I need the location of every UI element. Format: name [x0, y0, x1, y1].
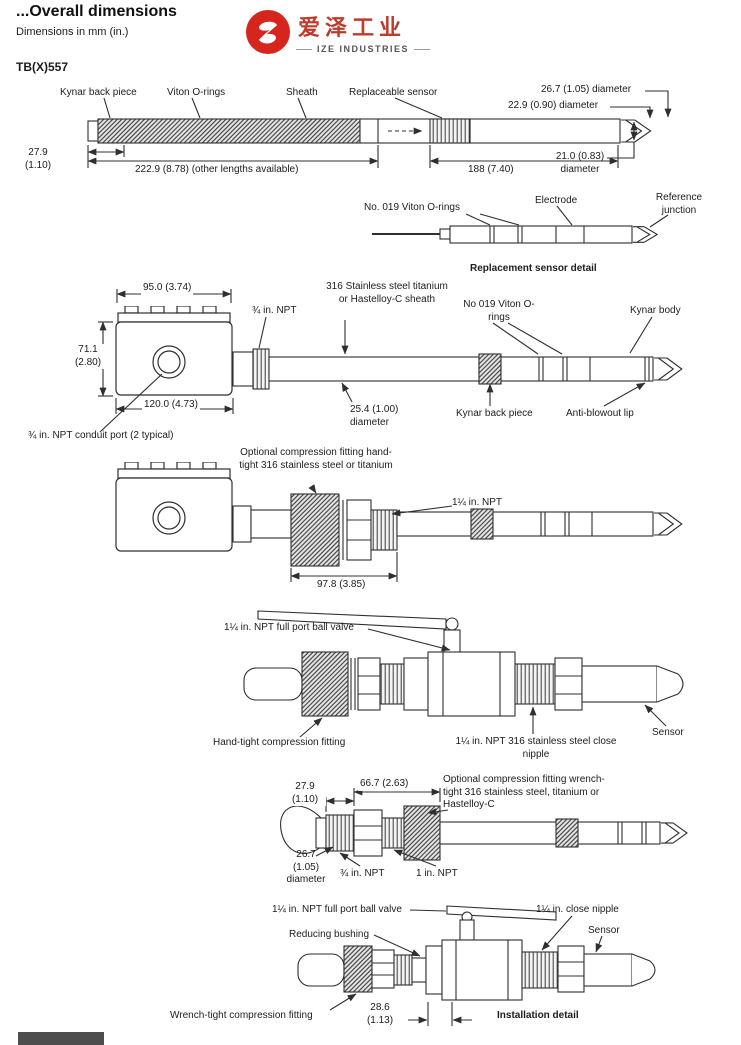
- d1-length-188-label: 188 (7.40): [466, 164, 516, 177]
- logo-english-label: IZE INDUSTRIES: [317, 44, 410, 54]
- d4-compression-fitting-drawing: [115, 462, 683, 582]
- model-number: TB(X)557: [16, 60, 69, 74]
- d4-optional-fitting-label: Optional compression fitting hand-tight …: [239, 447, 393, 471]
- d5-ball-valve-label: 1¼ in. NPT full port ball valve: [224, 622, 354, 633]
- d2-replacement-sensor-drawing: [372, 205, 669, 244]
- logo-swirl-icon: [258, 21, 277, 44]
- d3-npt-34-label: ¾ in. NPT: [252, 305, 297, 316]
- logo-rule-right: [414, 48, 431, 50]
- d6-length-667-label: 66.7 (2.63): [358, 778, 411, 791]
- d2-caption: Replacement sensor detail: [470, 263, 597, 274]
- logo-chinese-text: 爱泽工业: [298, 15, 407, 40]
- d6-wrench-tight-fitting-drawing: [280, 788, 688, 867]
- d3-diameter-254-label: 25.4 (1.00) diameter: [350, 404, 399, 428]
- d5-sensor-label: Sensor: [652, 727, 684, 738]
- logo-rule-left: [296, 48, 312, 50]
- d2-electrode-label: Electrode: [535, 195, 578, 206]
- d3-conduit-port-label: ¾ in. NPT conduit port (2 typical): [28, 430, 174, 441]
- d3-width-120-label: 120.0 (4.73): [142, 399, 200, 412]
- d1-diameter-267-label: 26.7 (1.05) diameter: [541, 84, 632, 95]
- d7-close-nipple-label: 1¼ in. close nipple: [536, 904, 619, 915]
- page-title: ...Overall dimensions: [16, 3, 177, 20]
- d6-npt-1-label: 1 in. NPT: [416, 868, 458, 879]
- d4-npt-114-label: 1¼ in. NPT: [452, 497, 503, 508]
- ize-logo-icon: [246, 10, 290, 54]
- d6-npt-34-label: ¾ in. NPT: [340, 868, 385, 879]
- d7-ball-valve-label: 1¼ in. NPT full port ball valve: [272, 904, 402, 915]
- d1-diameter-229-label: 22.9 (0.90) diameter: [508, 100, 599, 111]
- d3-kynar-back-piece-label: Kynar back piece: [456, 408, 533, 419]
- d4-length-978-label: 97.8 (3.85): [315, 579, 368, 592]
- page-subtitle: Dimensions in mm (in.): [16, 26, 129, 38]
- d7-caption: Installation detail: [497, 1010, 579, 1021]
- d3-width-95-label: 95.0 (3.74): [141, 282, 194, 295]
- d5-ball-valve-assembly-drawing: [243, 610, 684, 738]
- d6-optional-fitting-label: Optional compression fitting wrench-tigh…: [443, 774, 605, 810]
- d5-hand-tight-label: Hand-tight compression fitting: [213, 737, 346, 748]
- d3-junction-box-sensor-drawing: [98, 289, 683, 433]
- d7-wrench-tight-label: Wrench-tight compression fitting: [170, 1010, 313, 1021]
- d7-installation-detail-drawing: [297, 905, 656, 1026]
- d6-diameter-267-label: 26.7 (1.05) diameter: [286, 849, 326, 885]
- d3-sheath-316-label: 316 Stainless steel titanium or Hastello…: [326, 281, 448, 305]
- d3-anti-blowout-label: Anti-blowout lip: [566, 408, 634, 419]
- d1-length-2229-label: 222.9 (8.78) (other lengths available): [133, 164, 301, 177]
- footer-bar: [18, 1032, 104, 1045]
- logo-english-text: IZE INDUSTRIES: [296, 44, 431, 54]
- d5-close-nipple-label: 1¼ in. NPT 316 stainless steel close nip…: [455, 736, 617, 760]
- d7-reducing-bushing-label: Reducing bushing: [289, 929, 370, 940]
- d3-height-711-label: 71.1 (2.80): [66, 344, 110, 369]
- d6-length-279-label: 27.9 (1.10): [284, 781, 326, 806]
- d3-kynar-body-label: Kynar body: [630, 305, 681, 316]
- d2-reference-junction-label: Reference junction: [655, 192, 703, 216]
- d3-orings-019-label: No 019 Viton O-rings: [463, 299, 535, 323]
- d2-viton-orings-label: No. 019 Viton O-rings: [364, 202, 460, 213]
- d1-viton-orings-label: Viton O-rings: [167, 87, 226, 98]
- d1-length-279-label: 27.9 (1.10): [24, 147, 52, 171]
- d1-sheath-label: Sheath: [286, 87, 318, 98]
- d7-sensor-label: Sensor: [588, 925, 620, 936]
- d1-overall-sensor-drawing: [87, 90, 672, 168]
- d1-diameter-210-label: 21.0 (0.83) diameter: [555, 151, 605, 175]
- d7-length-286-label: 28.6 (1.13): [366, 1002, 394, 1026]
- d1-kynar-back-piece-label: Kynar back piece: [60, 87, 137, 98]
- d1-replaceable-sensor-label: Replaceable sensor: [349, 87, 438, 98]
